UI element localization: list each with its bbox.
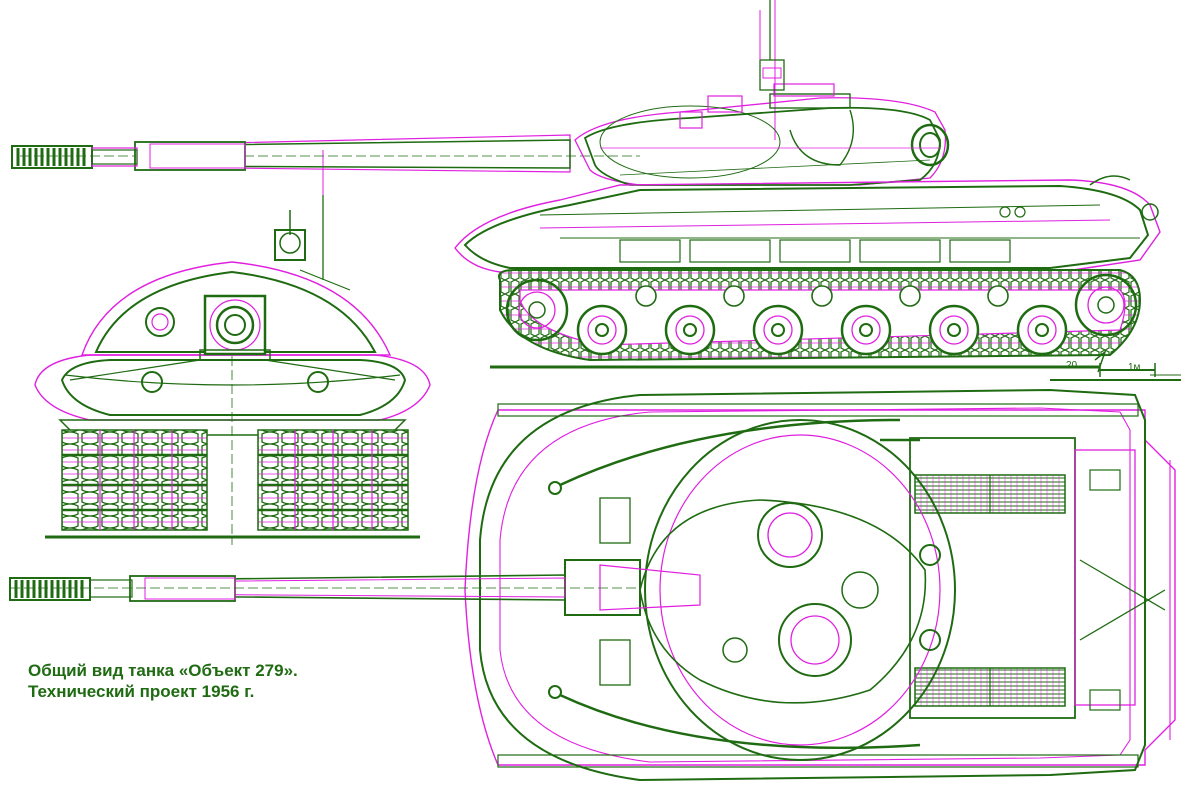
side-hull [454, 175, 1161, 273]
caption-line-1: Общий вид танка «Объект 279». [28, 661, 298, 680]
drawing-stamp: 20 [1066, 360, 1078, 371]
side-track [498, 269, 1142, 362]
caption: Общий вид танка «Объект 279». Технически… [28, 660, 298, 702]
scale-bar [1094, 349, 1156, 377]
road-wheels [576, 304, 1068, 356]
front-view [34, 195, 431, 545]
scale-label: 1м [1128, 362, 1141, 373]
side-turret [574, 0, 950, 186]
side-gun-barrel [11, 134, 640, 173]
caption-line-2: Технический проект 1956 г. [28, 682, 255, 701]
top-view [9, 388, 1176, 782]
side-view [11, 0, 1181, 381]
